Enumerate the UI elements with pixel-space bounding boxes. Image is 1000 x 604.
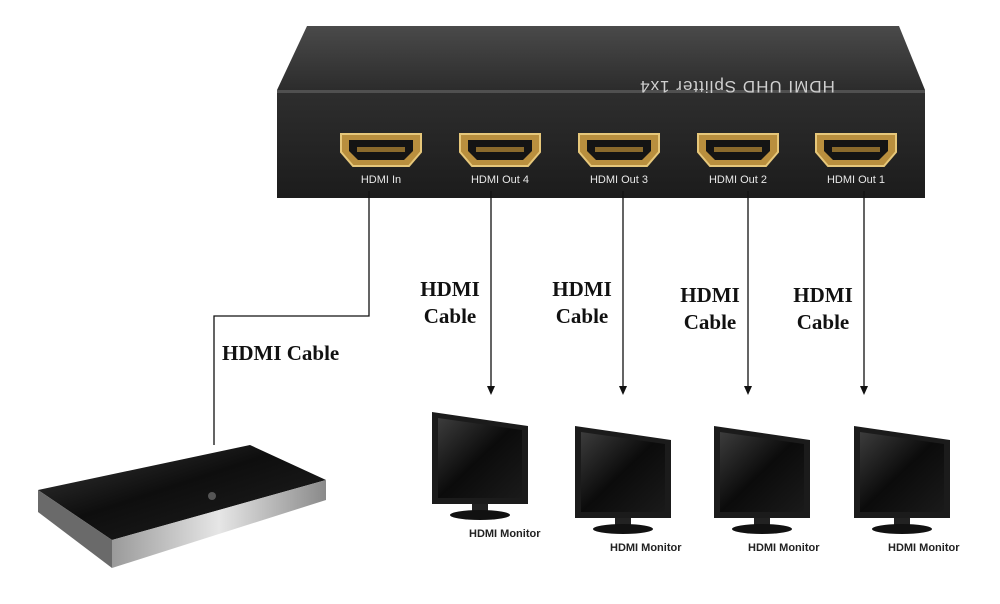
output-cable-label-1: HDMI Cable — [410, 276, 490, 330]
monitor-1 — [432, 412, 528, 520]
output-cable-label-2: HDMI Cable — [542, 276, 622, 330]
output-cable-3 — [744, 191, 752, 395]
monitor-label-1: HDMI Monitor — [469, 528, 541, 540]
port-label-hdmi-in: HDMI In — [360, 174, 402, 186]
hdmi-port-icon — [340, 133, 422, 167]
output-cable-2 — [619, 191, 627, 395]
arrow-down-icon — [487, 386, 495, 395]
hdmi-splitter-device: HDMI UHD Splitter 1x4 HDMI In HDMI Out 4… — [277, 26, 925, 198]
input-cable-label: HDMI Cable — [222, 341, 340, 365]
monitor-label-2: HDMI Monitor — [610, 542, 682, 554]
hdmi-out-1-port[interactable]: HDMI Out 1 — [814, 130, 898, 186]
hdmi-out-3-port[interactable]: HDMI Out 3 — [577, 130, 661, 186]
monitor-label-4: HDMI Monitor — [888, 542, 960, 554]
hdmi-port-icon — [815, 133, 897, 167]
cable-label-line1: HDMI — [680, 283, 740, 307]
monitor-3 — [714, 426, 810, 534]
port-label-hdmi-out-4: HDMI Out 4 — [470, 174, 530, 186]
output-cable-label-4: HDMI Cable — [783, 282, 863, 336]
hdmi-in-port[interactable]: HDMI In — [339, 130, 423, 186]
monitor-4 — [854, 426, 950, 534]
port-label-hdmi-out-3: HDMI Out 3 — [589, 174, 649, 186]
input-cable-line — [213, 191, 370, 445]
cable-label-line2: Cable — [555, 304, 609, 328]
arrow-down-icon — [744, 386, 752, 395]
cable-label-line2: Cable — [683, 310, 737, 334]
cable-label-line1: HDMI — [420, 277, 480, 301]
output-cable-4 — [860, 191, 868, 395]
hdmi-out-4-port[interactable]: HDMI Out 4 — [458, 130, 542, 186]
monitor-label-3: HDMI Monitor — [748, 542, 820, 554]
hdmi-port-icon — [459, 133, 541, 167]
hdmi-out-2-port[interactable]: HDMI Out 2 — [696, 130, 780, 186]
output-cable-label-3: HDMI Cable — [670, 282, 750, 336]
port-label-hdmi-out-1: HDMI Out 1 — [826, 174, 886, 186]
cable-label-line2: Cable — [423, 304, 477, 328]
cable-label-line1: HDMI — [793, 283, 853, 307]
arrow-down-icon — [860, 386, 868, 395]
cable-label-line2: Cable — [796, 310, 850, 334]
hdmi-port-icon — [578, 133, 660, 167]
port-label-hdmi-out-2: HDMI Out 2 — [708, 174, 768, 186]
hdmi-port-icon — [697, 133, 779, 167]
source-player-device — [38, 445, 326, 568]
monitor-2 — [575, 426, 671, 534]
arrow-down-icon — [619, 386, 627, 395]
output-cable-1 — [487, 191, 495, 395]
cable-label-line1: HDMI — [552, 277, 612, 301]
